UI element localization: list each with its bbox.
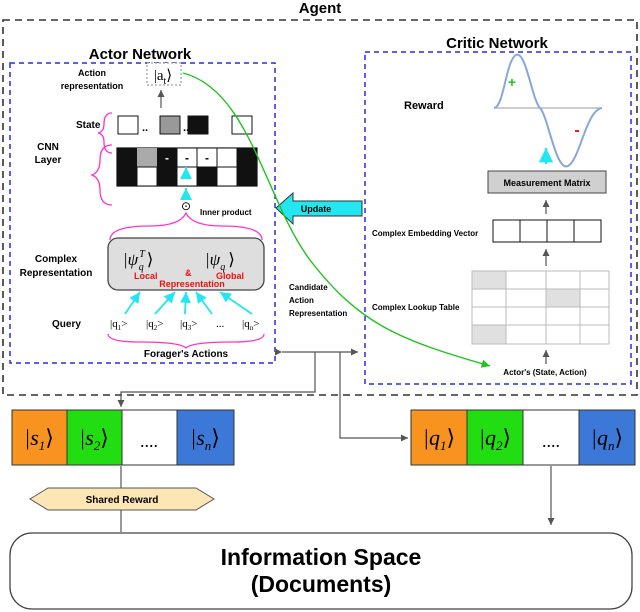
- psi-global: |ψq⟩: [205, 250, 235, 273]
- state-connector: [117, 352, 316, 407]
- state-bar-cell: [66, 409, 123, 466]
- embedding-vector: [492, 219, 602, 243]
- query-item: |q2>: [146, 318, 163, 332]
- state-bar-cell: [176, 409, 235, 466]
- query-to-rep-arrows: [124, 291, 253, 315]
- critic-network-title: Critic Network: [446, 35, 548, 52]
- lookup-table-label: Complex Lookup Table: [372, 303, 460, 312]
- query-item: ...: [216, 318, 225, 330]
- svg-text:-: -: [185, 170, 189, 184]
- representation-label: Representation: [159, 279, 225, 289]
- measurement-matrix-label: Measurement Matrix: [503, 178, 590, 188]
- svg-text:..: ..: [183, 122, 189, 134]
- action-symbol-box: [146, 62, 182, 86]
- global-label: Global: [216, 271, 244, 281]
- embedding-label: Complex Embedding Vector: [372, 229, 478, 238]
- query-connector: [339, 352, 408, 442]
- svg-text:-: -: [205, 151, 209, 165]
- agent-box: [2, 19, 638, 396]
- query-bar: |q1⟩ |q2⟩ .... |qn⟩: [410, 409, 636, 466]
- state-label: State: [76, 120, 101, 131]
- reward-curve: + -: [493, 53, 603, 168]
- information-space-title: Information Space: [221, 544, 422, 570]
- state-bar-label: |sn⟩: [190, 425, 220, 453]
- state-bar-label: ....: [140, 431, 158, 451]
- update-arrow: [275, 191, 363, 226]
- state-bar-label: |s2⟩: [79, 425, 109, 453]
- query-item: |qn>: [242, 318, 259, 332]
- actor-network-box: [9, 62, 276, 364]
- query-bar-cell: [578, 409, 636, 466]
- update-label: Update: [301, 204, 332, 214]
- query-item: |q1>: [110, 318, 127, 332]
- query-label: Query: [52, 319, 81, 330]
- svg-text:+: +: [508, 74, 516, 90]
- critic-network-box: [364, 51, 632, 385]
- state-cells: .. ..: [117, 115, 253, 135]
- action-symbol: |at⟩: [154, 68, 172, 87]
- query-item: |q3>: [180, 318, 197, 332]
- reward-label: Reward: [404, 100, 444, 112]
- state-bar-cell: [11, 409, 68, 466]
- forager-actions-label: Forager's Actions: [144, 349, 229, 360]
- query-bar-label: |q1⟩: [423, 425, 455, 453]
- state-bar: |s1⟩ |s2⟩ .... |sn⟩: [11, 409, 235, 466]
- actor-network-title: Actor Network: [89, 46, 192, 63]
- lookup-table: [471, 270, 610, 345]
- state-bar-label: |s1⟩: [24, 425, 54, 453]
- actor-state-action-label: Actor's (State, Action): [503, 368, 587, 377]
- cnn-brace: [90, 144, 113, 206]
- query-items: |q1> |q2> |q3> ... |qn>: [110, 318, 259, 332]
- query-bar-cell: [410, 409, 468, 466]
- svg-text:-: -: [185, 151, 189, 165]
- forager-brace: [107, 333, 265, 349]
- complex-representation-box: [107, 237, 265, 291]
- svg-text:-: -: [574, 122, 579, 139]
- measurement-matrix-box: [487, 170, 607, 194]
- svg-text:..: ..: [142, 122, 148, 134]
- local-label: Local: [134, 271, 158, 281]
- information-space-box: [9, 532, 633, 610]
- query-bar-cell: [522, 409, 580, 466]
- inner-product-label: Inner product: [200, 208, 252, 217]
- shared-reward-hexagon: [29, 487, 215, 511]
- amp-label: &: [185, 268, 192, 278]
- shared-reward-label: Shared Reward: [86, 495, 159, 506]
- action-to-critic-curve: [182, 72, 491, 368]
- query-bar-label: |qn⟩: [591, 425, 623, 453]
- inner-product-symbol: ⊙: [181, 199, 191, 213]
- query-bar-label: |q2⟩: [479, 425, 511, 453]
- agent-title: Agent: [299, 0, 342, 17]
- information-space-subtitle: (Documents): [251, 571, 392, 597]
- complex-brace: [109, 211, 263, 241]
- svg-text:-: -: [165, 151, 169, 165]
- query-bar-label: ....: [542, 431, 560, 451]
